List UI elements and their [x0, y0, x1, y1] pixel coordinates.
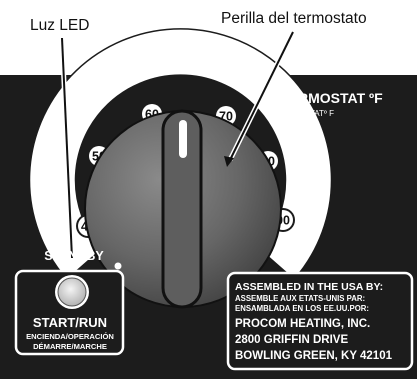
manufacturer-name: PROCOM HEATING, INC. — [235, 318, 370, 330]
start-run-label: START/RUN — [33, 315, 107, 330]
start-run-french-label: DÉMARRE/MARCHE — [33, 342, 107, 351]
manufacturer-street: 2800 GRIFFIN DRIVE — [235, 334, 348, 346]
thermostat-knob-grip[interactable] — [161, 109, 203, 309]
thermostat-subtitle: THERMOSTATº F — [270, 109, 334, 118]
standby-indicator-dot — [114, 262, 122, 270]
led-light — [57, 277, 87, 307]
knob-leader-arrowhead — [224, 156, 234, 167]
assembly-line-french: ASSEMBLE AUX ETATS-UNIS PAR: — [235, 294, 365, 303]
knob-leader-line — [229, 31, 294, 161]
knob-callout-label: Perilla del termostato — [221, 10, 367, 27]
assembly-line-spanish: ENSAMBLADA EN LOS EE.UU.POR: — [235, 304, 369, 313]
manufacturer-city: BOWLING GREEN, KY 42101 — [235, 350, 393, 362]
led-leader-line — [61, 37, 73, 259]
start-run-spanish-label: ENCIENDA/OPERACIÓN — [26, 332, 114, 341]
start-run-button[interactable] — [14, 269, 125, 356]
assembly-info-box — [226, 271, 414, 371]
knob-pointer-indicator — [179, 120, 187, 158]
standby-label: STANDBY — [44, 249, 104, 263]
assembly-line-english: ASSEMBLED IN THE USA BY: — [235, 281, 383, 293]
thermostat-title: THERMOSTAT ºF — [270, 90, 383, 106]
led-callout-label: Luz LED — [30, 17, 89, 34]
